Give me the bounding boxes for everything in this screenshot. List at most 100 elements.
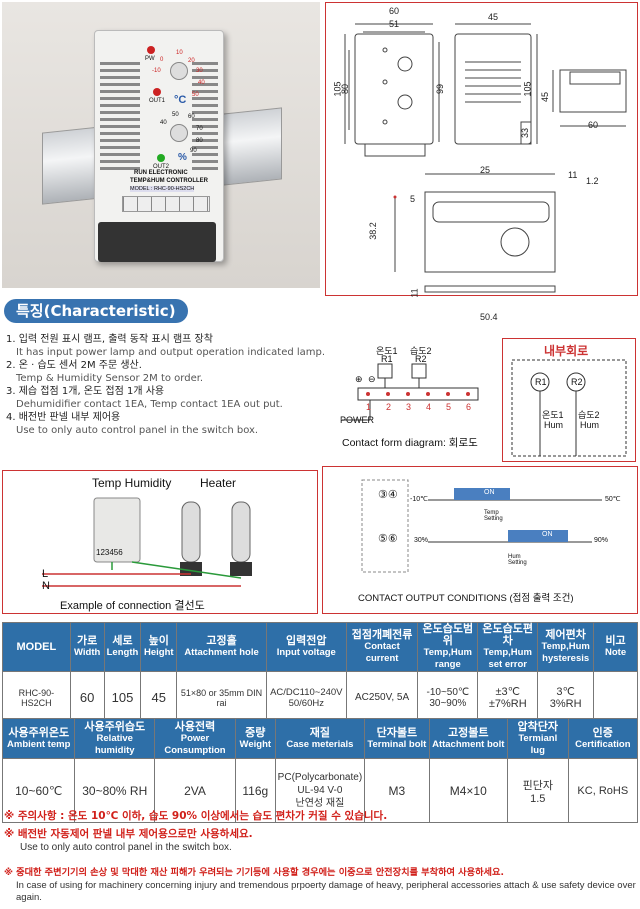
int-label-temp1: 온도1 xyxy=(542,410,564,420)
dim-1-2: 1.2 xyxy=(586,176,599,186)
dim-50-4: 50.4 xyxy=(480,312,498,322)
n-line-label: N xyxy=(42,580,50,592)
dim-60b: 60 xyxy=(588,120,599,130)
l-line-label: L xyxy=(42,568,49,580)
terminal-2: 2 xyxy=(386,402,392,412)
feature-1-en: It has input power lamp and output opera… xyxy=(16,347,326,358)
cell-input-voltage: AC/DC110~240V 50/60Hz xyxy=(265,671,347,724)
terminal-5: 5 xyxy=(446,402,452,412)
spec-table-2-row: 10~60℃ 30~80% RH 2VA 116g PC(Polycarbona… xyxy=(1,758,639,823)
feature-3-en: Dehumidifier contact 1EA, Temp contact 1… xyxy=(16,399,283,410)
cell-length: 105 xyxy=(103,671,142,724)
cell-hysteresis: 3℃ 3%RH xyxy=(537,671,595,724)
terminal-strip xyxy=(122,196,210,212)
int-hum-1: Hum xyxy=(544,420,564,430)
out1-led-icon xyxy=(153,88,161,96)
feature-2-en: Temp & Humidity Sensor 2M to order. xyxy=(16,373,204,384)
cell-relative-humidity: 30~80% RH xyxy=(74,758,156,823)
h-min-label: 30% xyxy=(414,537,429,544)
product-photo: PW OUT1 °C OUT2 % -10 0 10 20 30 40 50 4… xyxy=(2,2,320,288)
temp-setting-label: Temp Setting xyxy=(484,510,503,522)
note-2: ※ 배전반 자동제어 판넬 내부 제어용으로만 사용하세요. xyxy=(4,828,253,840)
dial1-tick: 10 xyxy=(176,50,183,56)
hum-dial[interactable] xyxy=(170,124,188,142)
plus-sign: ⊕ xyxy=(355,374,363,384)
cell-contact-current: AC250V, 5A xyxy=(345,671,419,724)
cell-range: -10~50℃ 30~90% xyxy=(417,671,479,724)
pw-label: PW xyxy=(145,56,155,62)
cell-height: 45 xyxy=(140,671,178,724)
feature-4-en: Use to only auto control panel in the sw… xyxy=(16,425,259,436)
cell-note xyxy=(593,671,638,724)
int-relay-r1: R1 xyxy=(535,377,547,387)
temp-dial[interactable] xyxy=(170,62,188,80)
dim-99: 99 xyxy=(435,83,446,95)
connection-svg xyxy=(42,497,252,587)
characteristic-list: 1. 입력 전원 표시 램프, 출력 동작 표시 램프 장착 It has in… xyxy=(6,333,326,437)
dial1-tick: 20 xyxy=(188,58,195,64)
unit-pct-label: % xyxy=(178,152,187,163)
t-max-label: 50℃ xyxy=(605,496,621,503)
dim-80: 80 xyxy=(340,83,351,95)
internal-circuit-title: 내부회로 xyxy=(544,344,589,358)
terminal-1: 1 xyxy=(366,402,372,412)
contact-label-temp1: 온도1 xyxy=(376,346,398,356)
brand-label: RUN ELECTRONIC xyxy=(134,170,188,176)
dial1-tick: 0 xyxy=(160,57,164,63)
cell-power-consumption: 2VA xyxy=(154,758,236,823)
t-min-label: -10℃ xyxy=(410,496,428,503)
output-row1-label: ③④ xyxy=(378,489,398,501)
cell-width: 60 xyxy=(69,671,105,724)
dimension-drawing-box xyxy=(325,2,638,296)
on-label-1: ON xyxy=(484,489,495,496)
h-max-label: 90% xyxy=(594,537,609,544)
out2-label: OUT2 xyxy=(153,164,170,170)
connection-caption: Example of connection 결선도 xyxy=(60,600,205,612)
connection-box xyxy=(2,470,318,614)
dimension-svg xyxy=(344,23,627,293)
feature-1-ko: 1. 입력 전원 표시 램프, 출력 동작 표시 램프 장착 xyxy=(6,334,213,345)
dim-38-2: 38.2 xyxy=(367,222,378,240)
terminal-text: 123456 xyxy=(96,548,123,557)
controller-base xyxy=(98,222,216,262)
cell-terminal-lug: 핀단자 1.5 xyxy=(506,758,569,823)
hum-setting-label: Hum Setting xyxy=(508,554,527,566)
dim-11: 11 xyxy=(568,170,578,180)
unit-c-label: °C xyxy=(174,94,187,106)
terminal-6: 6 xyxy=(466,402,472,412)
minus-sign: ⊖ xyxy=(368,374,376,384)
feature-4-ko: 4. 배전반 판넬 내부 제어용 xyxy=(6,412,121,423)
dim-33: 33 xyxy=(520,127,531,139)
note-3-en: In case of using for machinery concernin… xyxy=(16,880,636,903)
relay-r1: R1 xyxy=(381,354,393,364)
temp-humidity-label: Temp Humidity xyxy=(92,476,172,490)
th-model: MODEL xyxy=(2,622,71,672)
dim-25: 25 xyxy=(480,165,491,175)
int-hum-2: Hum xyxy=(580,420,600,430)
output-caption: CONTACT OUTPUT CONDITIONS (접점 출력 조건) xyxy=(358,593,574,604)
contact-label-hum2: 습도2 xyxy=(410,346,432,356)
dim-45b: 45 xyxy=(540,91,551,103)
note-2-en: Use to only auto control panel in the sw… xyxy=(20,842,232,853)
dial2-tick: 40 xyxy=(160,120,167,126)
dim-105b: 105 xyxy=(522,81,533,97)
heater-label: Heater xyxy=(200,476,237,490)
cell-certification: KC, RoHS xyxy=(567,758,639,823)
power-label: POWER xyxy=(340,415,375,425)
